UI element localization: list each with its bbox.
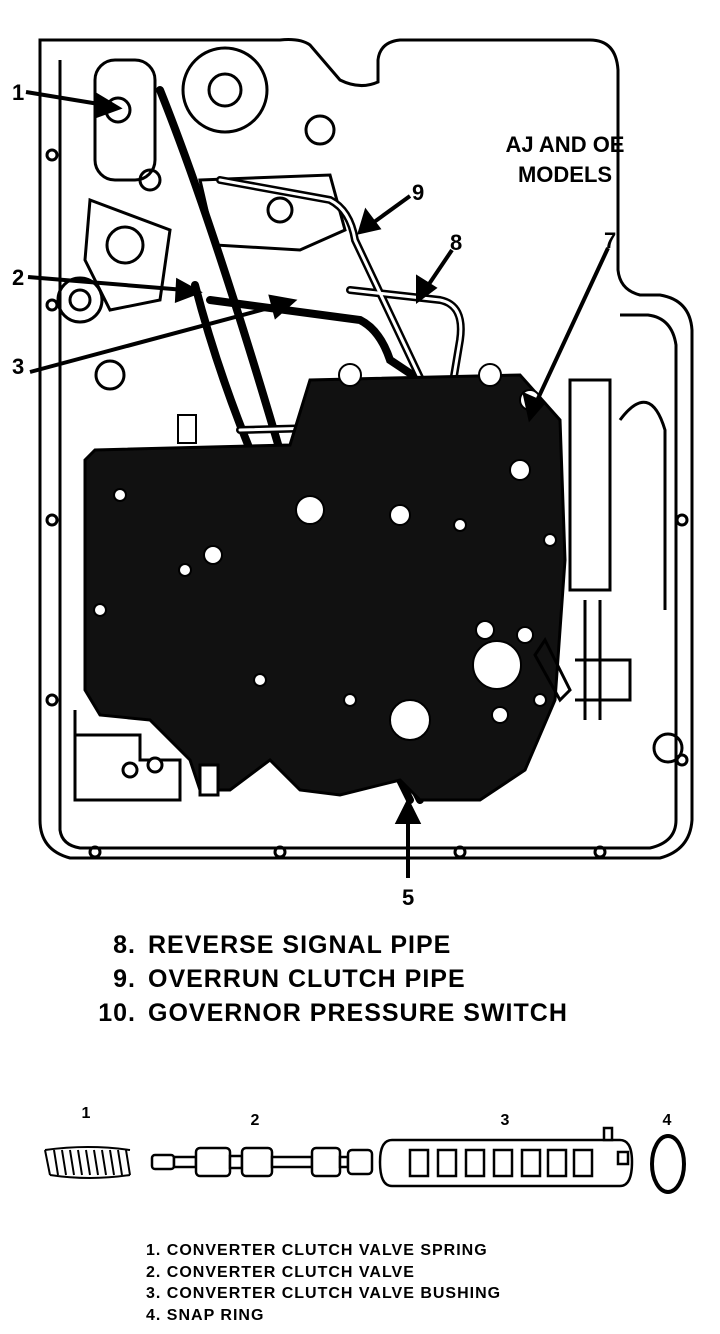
snap-ring	[650, 1134, 686, 1194]
legend-item-8: 8. REVERSE SIGNAL PIPE	[88, 928, 568, 962]
legend-item-text: OVERRUN CLUTCH PIPE	[148, 965, 466, 993]
legend-item-10: 10. GOVERNOR PRESSURE SWITCH	[88, 996, 568, 1030]
legend-item-9: 9. OVERRUN CLUTCH PIPE	[88, 962, 568, 996]
callout-7: 7	[604, 228, 616, 253]
legend-item-text: REVERSE SIGNAL PIPE	[148, 931, 452, 959]
legend-item-text: GOVERNOR PRESSURE SWITCH	[148, 999, 568, 1027]
exploded-parts: 1 2 3 4	[44, 1105, 686, 1194]
callout-5: 5	[402, 885, 414, 910]
callout-8: 8	[450, 230, 462, 255]
part-number-1: 1	[82, 1105, 91, 1122]
upper-components	[56, 46, 347, 391]
part-number-2: 2	[251, 1112, 260, 1129]
callout-3: 3	[12, 354, 24, 379]
callout-9: 9	[412, 180, 424, 205]
valve-body	[83, 363, 567, 802]
legend-item-number: 9.	[113, 965, 136, 993]
parts-legend-item-2: 2. CONVERTER CLUTCH VALVE	[146, 1263, 415, 1281]
parts-legend-item-4: 4. SNAP RING	[146, 1306, 265, 1324]
legend-bottom: 1. CONVERTER CLUTCH VALVE SPRING 2. CONV…	[146, 1240, 501, 1326]
callout-leaders	[25, 90, 610, 878]
legend-top: 8. REVERSE SIGNAL PIPE 9. OVERRUN CLUTCH P…	[88, 928, 568, 1030]
legend-item-number: 8.	[113, 931, 136, 959]
converter-clutch-valve-spring	[44, 1146, 131, 1179]
converter-clutch-valve	[150, 1146, 374, 1178]
callout-1: 1	[12, 80, 24, 105]
part-number-4: 4	[663, 1112, 672, 1129]
parts-legend-item-1: 1. CONVERTER CLUTCH VALVE SPRING	[146, 1242, 488, 1259]
model-title-line-1: AJ AND OE	[506, 132, 625, 157]
legend-item-number: 10.	[98, 999, 136, 1027]
converter-clutch-valve-bushing	[378, 1126, 634, 1188]
model-title-line-2: MODELS	[518, 162, 612, 187]
callout-2: 2	[12, 265, 24, 290]
transmission-case	[38, 38, 694, 860]
lower-bracket	[73, 710, 220, 802]
part-number-3: 3	[501, 1112, 510, 1129]
right-side-parts	[533, 378, 684, 764]
parts-legend-item-3: 3. CONVERTER CLUTCH VALVE BUSHING	[146, 1285, 502, 1302]
